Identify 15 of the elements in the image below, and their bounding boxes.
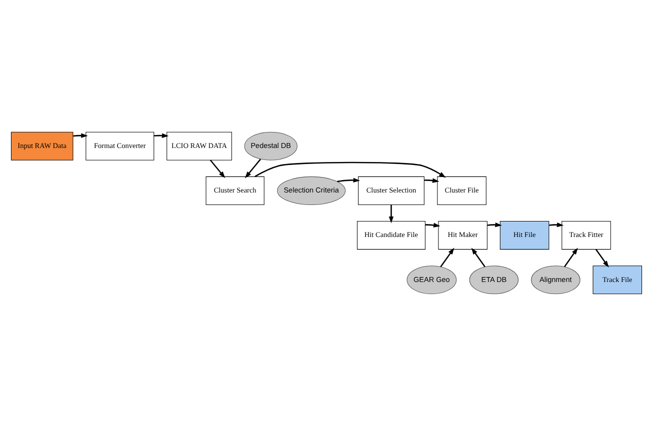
arrow: [254, 161, 446, 178]
arrow: [154, 132, 169, 138]
arrow: [595, 248, 609, 267]
arrow: [244, 158, 262, 178]
arrow: [424, 178, 440, 182]
arrow: [471, 247, 486, 267]
arrow: [425, 222, 440, 227]
arrow: [388, 204, 394, 223]
arrow: [73, 132, 88, 138]
arrow: [487, 222, 502, 227]
arrow: [337, 177, 360, 182]
arrow: [564, 247, 578, 267]
arrow: [440, 247, 454, 267]
arrow: [210, 159, 226, 178]
arrow: [549, 222, 564, 227]
